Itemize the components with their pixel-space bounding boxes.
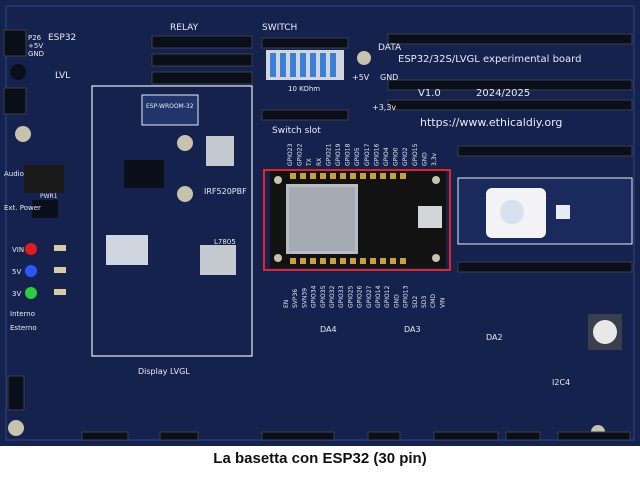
esp32-bottom-pin-label: GPIO27 <box>366 285 373 308</box>
board-years: 2024/2025 <box>476 88 530 99</box>
label-switch-slot: Switch slot <box>272 126 321 136</box>
esp32-top-pin-label: GPIO21 <box>325 143 332 166</box>
board-version: V1.0 <box>418 88 441 99</box>
label-switch: SWITCH <box>262 23 297 33</box>
label-esp32: ESP32 <box>48 33 76 43</box>
pcb-artwork: ESP32/32S/LVGL experimental board V1.0 2… <box>3 5 635 441</box>
label-l7805: L7805 <box>214 238 236 246</box>
esp32-bottom-pin-label: GPIO13 <box>403 285 410 308</box>
left-pin-gnd: GND <box>28 50 44 58</box>
label-da3: DA3 <box>404 325 421 334</box>
label-gnd: GND <box>380 73 398 82</box>
esp32-bottom-pin-label: GPIO33 <box>338 285 345 308</box>
led-label-3v: 3V <box>12 290 21 298</box>
label-da4: DA4 <box>320 325 337 334</box>
esp32-top-pin-label: GPIO16 <box>373 143 380 166</box>
label-external: Esterno <box>10 324 37 332</box>
label-33v: +3,3v <box>372 103 396 112</box>
esp32-bottom-pin-label: GPIO14 <box>375 285 382 308</box>
label-da2: DA2 <box>486 333 503 342</box>
esp32-top-pin-label: GPIO17 <box>364 143 371 166</box>
esp32-bottom-pin-label: CMD <box>430 294 437 308</box>
led-label-5v: 5V <box>12 268 21 276</box>
esp32-bottom-pin-label: GPIO34 <box>311 285 318 308</box>
esp32-top-pin-label: 3,3v <box>431 152 438 166</box>
board-title: ESP32/32S/LVGL experimental board <box>398 54 581 65</box>
label-ext-power: Ext. Power <box>4 204 41 212</box>
esp32-top-pin-label: GPIO0 <box>393 147 400 166</box>
switch-header <box>261 37 349 121</box>
left-pin-p26: P26 <box>28 34 42 42</box>
silk-labels: ESP32/32S/LVGL experimental board V1.0 2… <box>4 23 581 387</box>
bottom-headers <box>81 431 631 441</box>
esp32-top-pin-label: GPIO19 <box>335 143 342 166</box>
esp32-bottom-pin-label: EN <box>283 300 290 308</box>
label-data: DATA <box>378 43 402 53</box>
esp32-top-pin-label: GPIO4 <box>383 147 390 166</box>
esp32-top-pin-label: GPIO5 <box>354 147 361 166</box>
esp32-top-pin-label: GPIO22 <box>297 143 304 166</box>
esp32-highlight-frame <box>263 169 451 271</box>
label-5v: +5V <box>352 73 370 82</box>
board-url: https://www.ethicaldiy.org <box>420 116 562 129</box>
led-label-vin: VIN <box>12 246 24 254</box>
esp32-bottom-pin-label: SD3 <box>421 296 428 308</box>
esp32-bottom-pin-label: GPIO26 <box>357 285 364 308</box>
top-relay-header <box>151 35 253 85</box>
left-pin-5v: +5V <box>28 42 43 50</box>
esp32-bottom-pin-label: GPIO25 <box>347 285 354 308</box>
label-irf: IRF520PBF <box>204 187 247 196</box>
esp32-bottom-pin-label: SVP36 <box>292 289 299 308</box>
label-audio: Audio <box>4 170 24 178</box>
label-resistor: 10 KOhm <box>288 85 320 93</box>
left-power-area <box>3 29 66 411</box>
esp32-bottom-pin-label: SVN39 <box>301 288 308 308</box>
esp32-top-pin-label: GPIO23 <box>287 143 294 166</box>
esp32-top-pin-label: GPIO2 <box>402 147 409 166</box>
data-header <box>387 33 633 273</box>
esp32-bottom-pin-label: GPIO12 <box>384 285 391 308</box>
label-esp-wroom: ESP-WROOM-32 <box>146 103 194 110</box>
label-internal: Interno <box>10 310 35 318</box>
esp32-top-pin-label: GND <box>421 152 428 166</box>
label-i2c: I2C4 <box>552 378 570 387</box>
label-relay: RELAY <box>170 23 199 33</box>
label-lvl: LVL <box>55 71 70 81</box>
esp32-top-pin-label: GPIO18 <box>345 143 352 166</box>
potentiometer <box>588 314 622 350</box>
pcb-board-photo: ESP32/32S/LVGL experimental board V1.0 2… <box>0 0 640 446</box>
photo-caption: La basetta con ESP32 (30 pin) <box>213 450 427 467</box>
label-pwr: PWR1 <box>40 193 58 200</box>
esp32-top-pin-label: TX <box>306 158 313 167</box>
esp32-bottom-pin-label: GPIO32 <box>329 285 336 308</box>
dip-switch <box>266 50 344 80</box>
esp32-top-pin-label: GPIO15 <box>412 143 419 166</box>
esp32-bottom-pin-label: GND <box>393 294 400 308</box>
esp32-top-pin-label: RX <box>316 158 323 166</box>
esp32-bottom-pin-label: GPIO35 <box>320 285 327 308</box>
esp32-board <box>270 170 446 268</box>
esp32-bottom-pin-label: SD2 <box>412 296 419 308</box>
esp32-module-slot <box>457 177 633 245</box>
esp32-bottom-pin-label: VIN <box>439 298 446 308</box>
label-display-lvgl: Display LVGL <box>138 367 190 376</box>
